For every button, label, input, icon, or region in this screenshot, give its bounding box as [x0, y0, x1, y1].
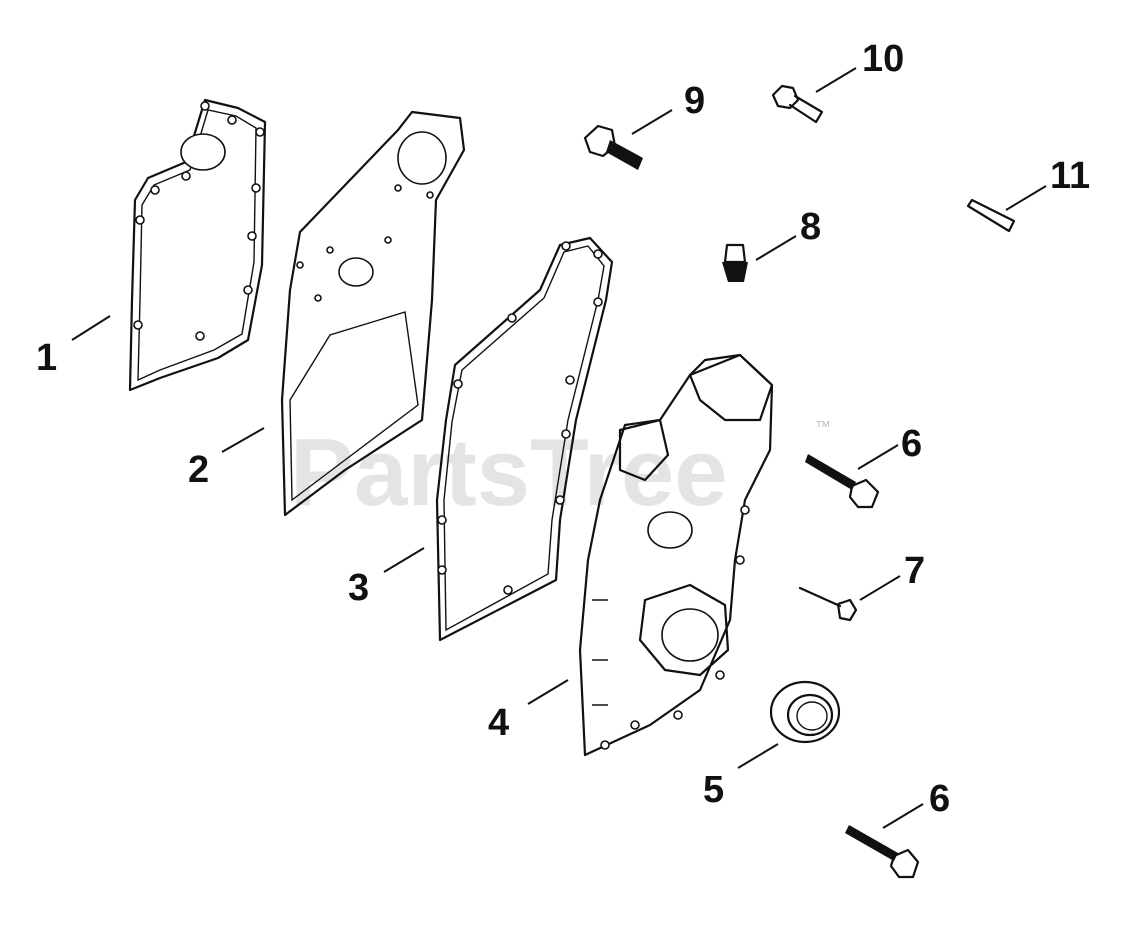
part-6-bolt-lower — [845, 825, 920, 879]
part-8-fitting — [722, 243, 748, 282]
leader-lines — [71, 67, 1047, 829]
part-10-bolt — [771, 84, 824, 124]
callout-4: 4 — [488, 702, 509, 744]
part-11-pin — [966, 198, 1016, 233]
callout-5: 5 — [703, 769, 724, 811]
part-5-seal — [769, 680, 841, 744]
watermark-text: PartsTree — [290, 419, 728, 526]
watermark-trademark: ™ — [815, 419, 831, 436]
part-6-bolt-upper — [805, 454, 880, 509]
callout-11: 11 — [1050, 155, 1090, 197]
callout-6-lower: 6 — [929, 778, 950, 820]
part-2-plate — [280, 110, 466, 517]
callout-6-upper: 6 — [901, 423, 922, 465]
callout-7: 7 — [904, 550, 925, 592]
callout-1: 1 — [36, 337, 57, 379]
part-7-bolt — [798, 586, 858, 622]
part-1-gasket — [128, 98, 267, 392]
callout-3: 3 — [348, 567, 369, 609]
callout-9: 9 — [684, 80, 705, 122]
callout-8: 8 — [800, 206, 821, 248]
part-3-gasket — [435, 236, 614, 642]
callout-2: 2 — [188, 449, 209, 491]
callout-10: 10 — [862, 38, 904, 80]
part-9-bolt — [583, 124, 643, 170]
part-4-cover — [578, 353, 774, 757]
